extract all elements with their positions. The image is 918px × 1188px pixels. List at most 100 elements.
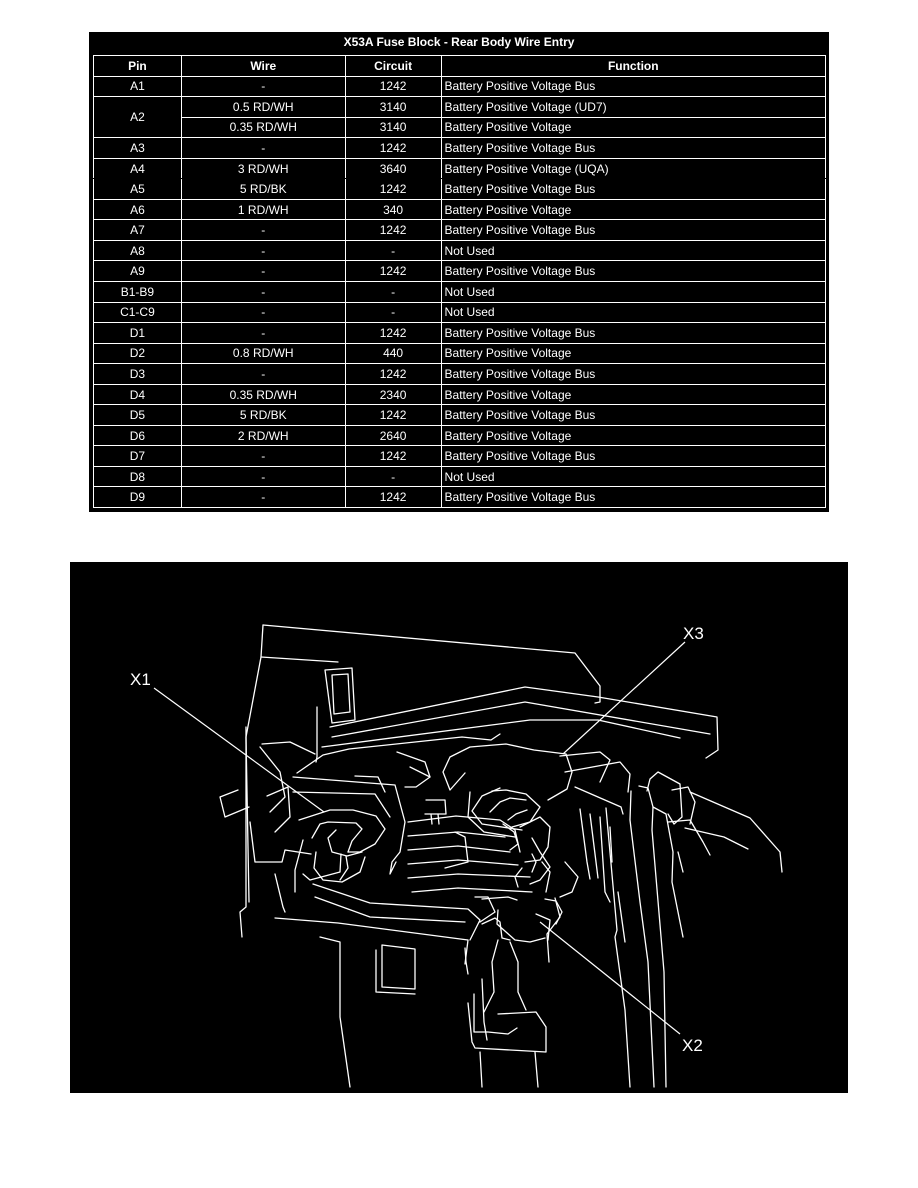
wire-cell: 0.8 RD/WH xyxy=(180,342,346,365)
circuit-cell: 440 xyxy=(344,342,442,365)
function-cell: Battery Positive Voltage Bus xyxy=(440,363,827,385)
pin-cell: D3 xyxy=(93,363,182,385)
function-cell: Battery Positive Voltage (UD7) xyxy=(440,96,827,118)
circuit-cell: 2640 xyxy=(344,424,442,447)
circuit-cell: 1242 xyxy=(344,363,442,385)
pin-cell: D7 xyxy=(93,445,182,467)
circuit-cell: - xyxy=(344,281,442,303)
function-cell: Battery Positive Voltage xyxy=(440,424,827,447)
function-cell: Battery Positive Voltage Bus xyxy=(440,486,827,509)
circuit-cell: 1242 xyxy=(344,75,442,98)
pin-cell: A2 xyxy=(93,96,182,139)
table-header-row: Pin Wire Circuit Function xyxy=(93,55,827,77)
wire-cell: - xyxy=(180,239,346,262)
circuit-cell: 3640 xyxy=(344,157,442,180)
callout-leaders xyxy=(153,641,686,1035)
function-cell: Battery Positive Voltage Bus xyxy=(440,404,827,426)
function-cell: Battery Positive Voltage Bus xyxy=(440,75,827,98)
circuit-cell: 3140 xyxy=(344,96,442,118)
pin-cell: A9 xyxy=(93,260,182,283)
wire-cell: 0.35 RD/WH xyxy=(180,383,346,406)
function-cell: Battery Positive Voltage xyxy=(440,116,827,139)
wire-cell: - xyxy=(180,75,346,98)
pin-cell: A1 xyxy=(93,75,182,98)
wire-cell: - xyxy=(180,301,346,324)
pin-cell: D8 xyxy=(93,465,182,488)
callout-x2: X2 xyxy=(682,1036,703,1055)
header-circuit: Circuit xyxy=(344,55,442,77)
wire-cell: - xyxy=(180,486,346,509)
circuit-cell: 3140 xyxy=(344,116,442,139)
pin-cell: A3 xyxy=(93,137,182,159)
function-cell: Battery Positive Voltage xyxy=(440,383,827,406)
header-pin: Pin xyxy=(93,55,182,77)
function-cell: Not Used xyxy=(440,465,827,488)
function-cell: Battery Positive Voltage Bus xyxy=(440,445,827,467)
wire-cell: 5 RD/BK xyxy=(180,178,346,200)
circuit-cell: 2340 xyxy=(344,383,442,406)
wire-cell: - xyxy=(180,281,346,303)
circuit-cell: 1242 xyxy=(344,260,442,283)
wire-cell: - xyxy=(180,219,346,241)
wire-cell: 0.35 RD/WH xyxy=(180,116,346,139)
circuit-cell: 340 xyxy=(344,198,442,221)
pin-cell: D1 xyxy=(93,322,182,344)
x2-leader-line xyxy=(539,921,681,1035)
wire-cell: 1 RD/WH xyxy=(180,198,346,221)
function-cell: Not Used xyxy=(440,281,827,303)
function-cell: Battery Positive Voltage Bus xyxy=(440,322,827,344)
header-wire: Wire xyxy=(180,55,346,77)
fuse-block-illustration: X1 X2 X3 xyxy=(70,562,848,1093)
pin-cell: D4 xyxy=(93,383,182,406)
callout-x3: X3 xyxy=(683,624,704,643)
table-row: B1-B9--Not Used xyxy=(93,281,827,303)
circuit-cell: 1242 xyxy=(344,219,442,241)
circuit-cell: - xyxy=(344,465,442,488)
pin-cell: D6 xyxy=(93,424,182,447)
function-cell: Battery Positive Voltage (UQA) xyxy=(440,157,827,180)
wire-cell: 5 RD/BK xyxy=(180,404,346,426)
function-cell: Battery Positive Voltage Bus xyxy=(440,260,827,283)
pin-cell: C1-C9 xyxy=(93,301,182,324)
function-cell: Battery Positive Voltage Bus xyxy=(440,219,827,241)
pin-cell: B1-B9 xyxy=(93,281,182,303)
pin-cell: A5 xyxy=(93,178,182,200)
table-title: X53A Fuse Block - Rear Body Wire Entry xyxy=(343,35,575,49)
fuse-block-drawing xyxy=(219,624,783,1088)
pin-cell: D9 xyxy=(93,486,182,509)
wire-cell: - xyxy=(180,137,346,159)
wire-cell: - xyxy=(180,445,346,467)
table-row: D8--Not Used xyxy=(93,465,827,488)
circuit-cell: 1242 xyxy=(344,404,442,426)
table-row: A8--Not Used xyxy=(93,239,827,262)
header-function: Function xyxy=(440,55,827,77)
x1-leader-line xyxy=(153,687,325,813)
pin-cell: A6 xyxy=(93,198,182,221)
pin-cell: A4 xyxy=(93,157,182,180)
function-cell: Battery Positive Voltage Bus xyxy=(440,178,827,200)
circuit-cell: - xyxy=(344,301,442,324)
callout-x1: X1 xyxy=(130,670,151,689)
circuit-cell: - xyxy=(344,239,442,262)
wire-cell: - xyxy=(180,260,346,283)
function-cell: Not Used xyxy=(440,301,827,324)
wire-cell: - xyxy=(180,465,346,488)
circuit-cell: 1242 xyxy=(344,322,442,344)
function-cell: Battery Positive Voltage xyxy=(440,198,827,221)
circuit-cell: 1242 xyxy=(344,178,442,200)
wire-cell: 2 RD/WH xyxy=(180,424,346,447)
